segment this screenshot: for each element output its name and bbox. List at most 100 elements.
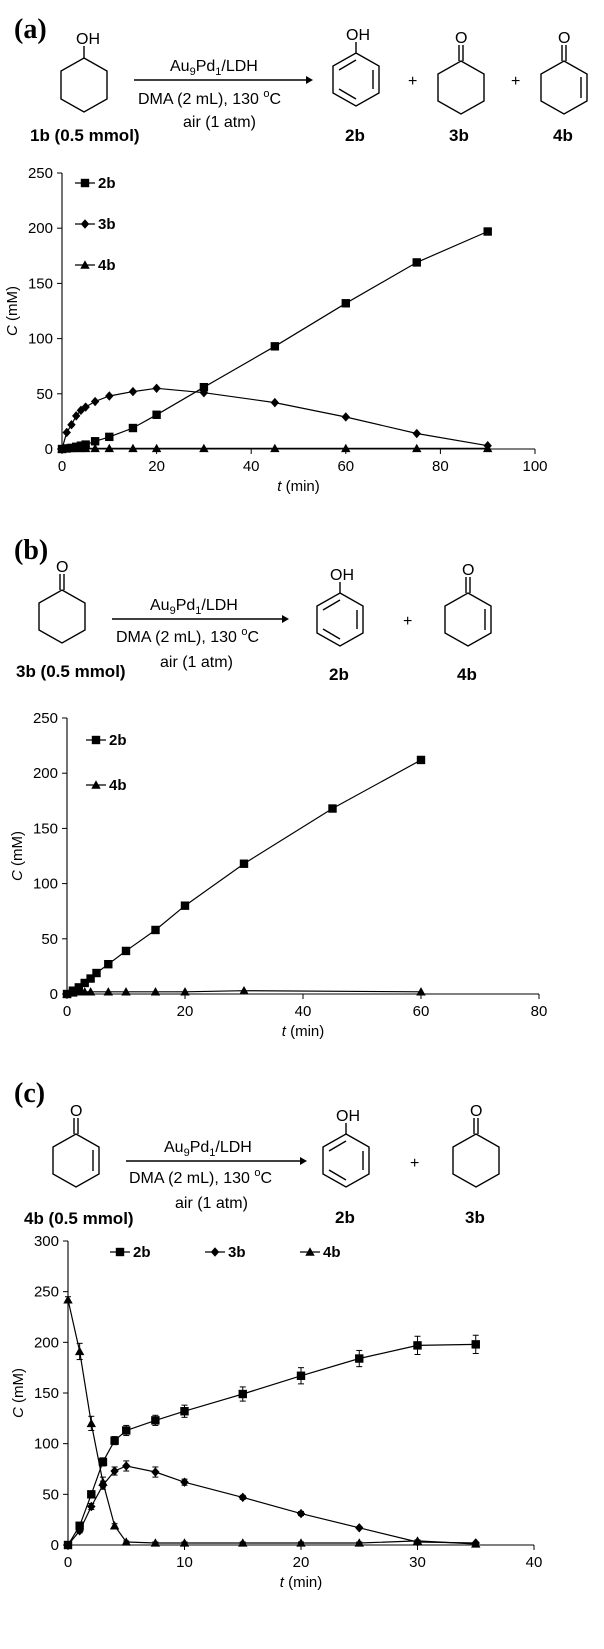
- series-4b: [57, 443, 493, 453]
- legend-entry-3b: 3b: [75, 216, 116, 233]
- data-point-2b: [87, 1490, 96, 1499]
- data-point-4b: [85, 987, 96, 996]
- data-point-2b: [355, 1354, 364, 1363]
- substrate-label-c: 4b (0.5 mmol): [24, 1209, 134, 1228]
- x-tick-label: 40: [295, 1003, 312, 1020]
- legend-entry-2b: 2b: [110, 1244, 151, 1261]
- scheme-c: (c) O 4b (0.5 mmol) Au9Pd1/LDH DMA (2 mL…: [14, 1078, 500, 1228]
- x-tick-label: 80: [531, 1003, 548, 1020]
- series-line-3b: [61, 387, 488, 450]
- data-point-3b: [151, 1467, 160, 1477]
- data-point-2b: [75, 1521, 84, 1530]
- legend-label: 3b: [98, 216, 116, 233]
- data-point-2b: [152, 410, 161, 419]
- atmosphere-text-b: air (1 atm): [160, 654, 233, 671]
- panel-letter-c: (c): [14, 1078, 45, 1109]
- y-axis-label: C (mM): [4, 286, 21, 336]
- data-point-2b: [238, 1389, 247, 1399]
- x-axis-label: t (min): [282, 1023, 325, 1040]
- legend-entry-4b: 4b: [75, 257, 116, 274]
- substrate-label-b: 3b (0.5 mmol): [16, 662, 126, 681]
- x-tick-label: 40: [243, 458, 260, 475]
- x-tick-label: 20: [293, 1554, 310, 1571]
- product-label-4b: 4b: [553, 126, 573, 145]
- data-point-3b: [71, 411, 81, 421]
- arrowhead-a: [306, 76, 313, 84]
- y-tick-label: 50: [42, 1486, 59, 1503]
- data-point-2b: [98, 1457, 108, 1467]
- data-point-2b: [471, 1340, 480, 1349]
- data-point-4b: [150, 1538, 161, 1547]
- conditions-text-c: DMA (2 mL), 130 oC: [129, 1167, 272, 1187]
- data-point-4b: [354, 1538, 364, 1547]
- data-point-2b: [296, 1371, 306, 1380]
- data-point-4b: [103, 987, 113, 996]
- product-label-3b: 3b: [465, 1208, 485, 1227]
- y-tick-label: 50: [36, 386, 53, 403]
- x-tick-label: 0: [63, 1003, 71, 1020]
- data-point-3b: [270, 397, 280, 408]
- oh-label: OH: [336, 1108, 360, 1125]
- atmosphere-text-a: air (1 atm): [183, 114, 256, 131]
- data-point-2b: [121, 946, 131, 956]
- data-point-3b: [412, 428, 421, 439]
- x-tick-label: 80: [432, 458, 449, 475]
- data-point-2b: [180, 1407, 189, 1416]
- data-point-3b: [180, 1477, 189, 1487]
- arrowhead-b: [282, 615, 289, 623]
- y-tick-label: 100: [28, 331, 53, 348]
- legend-marker: [91, 780, 101, 789]
- phenol-ring: [332, 52, 380, 107]
- series-line-2b: [66, 759, 422, 995]
- plus-sign: +: [408, 73, 417, 90]
- conditions-text-a: DMA (2 mL), 130 oC: [138, 88, 281, 108]
- y-tick-label: 150: [34, 1385, 59, 1402]
- y-tick-label: 0: [50, 986, 58, 1003]
- data-point-3b: [67, 420, 76, 430]
- data-point-4b: [74, 987, 84, 996]
- series-3b: [57, 383, 492, 454]
- y-axis-label: C (mM): [10, 1368, 27, 1418]
- legend-label: 3b: [228, 1244, 246, 1261]
- y-tick-label: 0: [45, 441, 53, 458]
- y-tick-label: 250: [28, 165, 53, 182]
- legend-entry-4b: 4b: [300, 1244, 341, 1261]
- data-point-2b: [483, 227, 492, 236]
- data-point-2b: [151, 1416, 160, 1425]
- y-tick-label: 50: [41, 931, 58, 948]
- o-label: O: [462, 562, 474, 579]
- data-point-4b: [121, 987, 131, 996]
- y-tick-label: 250: [34, 1284, 59, 1301]
- x-tick-label: 40: [526, 1554, 543, 1571]
- data-point-4b: [74, 1346, 85, 1356]
- series-line-3b: [67, 1465, 476, 1546]
- data-point-2b: [110, 1436, 119, 1445]
- data-point-2b: [270, 342, 280, 351]
- y-tick-label: 150: [28, 275, 53, 292]
- data-point-2b: [80, 978, 89, 988]
- y-tick-label: 100: [33, 876, 58, 893]
- legend-entry-3b: 3b: [205, 1244, 246, 1261]
- y-tick-label: 200: [34, 1334, 59, 1351]
- conditions-text-b: DMA (2 mL), 130 oC: [116, 626, 259, 646]
- legend-marker: [91, 735, 101, 745]
- y-tick-label: 150: [33, 820, 58, 837]
- data-point-4b: [150, 987, 161, 996]
- cyclohexenone-ring: [444, 592, 492, 647]
- scheme-a: (a) OH 1b (0.5 mmol) Au9Pd1/LDH DMA (2 m…: [14, 14, 588, 145]
- phenol-ring: [322, 1133, 370, 1188]
- product-label-2b: 2b: [329, 665, 349, 684]
- legend-marker: [115, 1247, 125, 1257]
- data-point-4b: [90, 443, 100, 453]
- data-point-4b: [86, 1418, 96, 1428]
- y-tick-label: 300: [34, 1233, 59, 1250]
- y-tick-label: 100: [34, 1436, 59, 1453]
- data-point-3b: [62, 427, 71, 438]
- x-axis-label: t (min): [277, 478, 320, 495]
- data-point-4b: [412, 1536, 423, 1545]
- panel-letter-a: (a): [14, 14, 47, 45]
- data-point-4b: [98, 1477, 108, 1486]
- series-4b: [63, 1295, 481, 1548]
- data-point-3b: [238, 1492, 247, 1503]
